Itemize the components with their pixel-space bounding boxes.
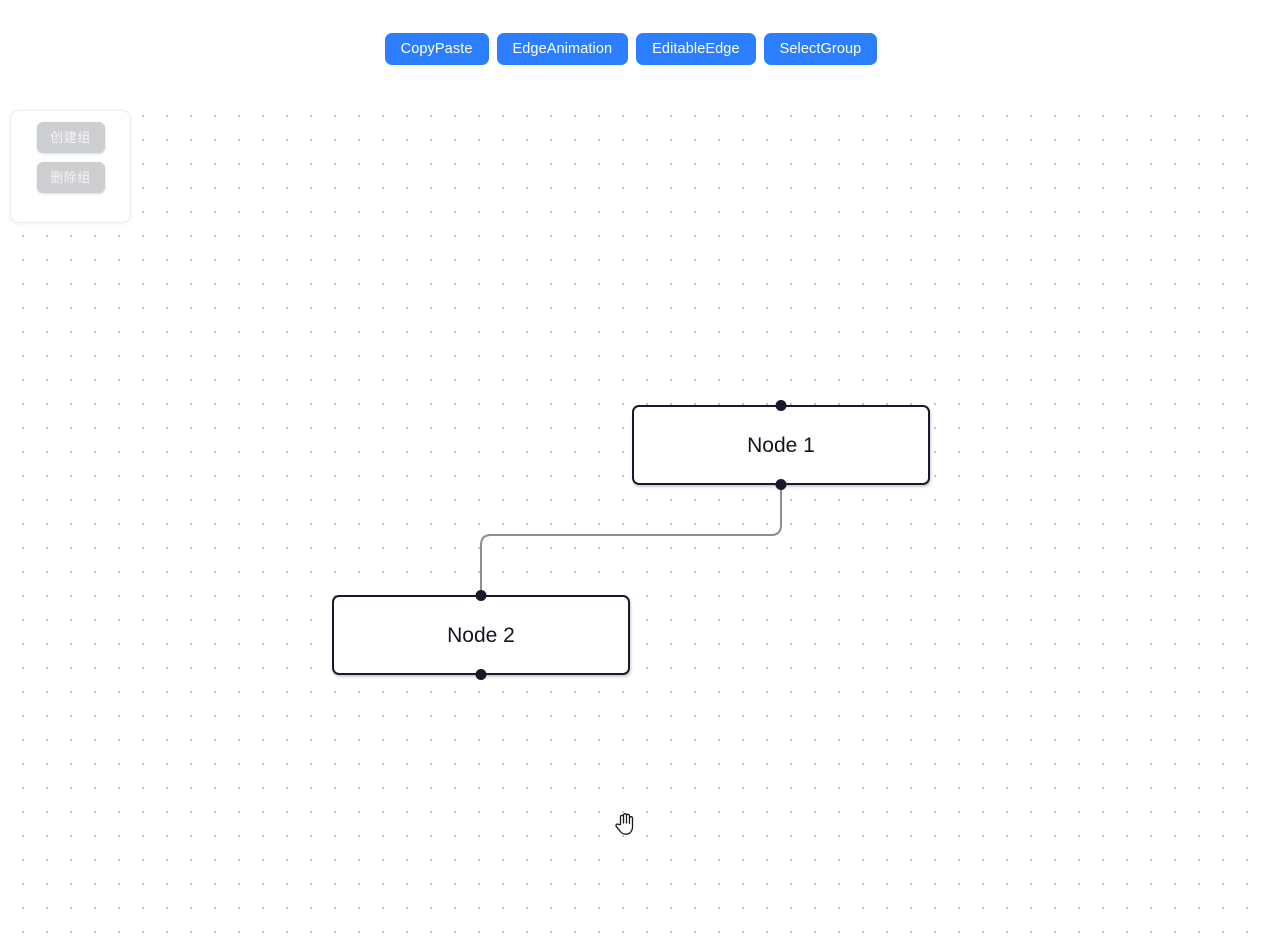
edge-node1-to-node2[interactable]	[480, 481, 782, 597]
node-label-node-1: Node 1	[747, 433, 815, 457]
nav-button-edgeanimation[interactable]: EdgeAnimation	[496, 33, 629, 65]
handle-source-bottom-node-1[interactable]	[775, 479, 787, 490]
nav-button-editableedge[interactable]: EditableEdge	[636, 33, 756, 65]
top-toolbar: CopyPaste EdgeAnimation EditableEdge Sel…	[0, 0, 1262, 100]
flow-node-node-2[interactable]: Node 2	[332, 590, 630, 680]
handle-target-top-node-2[interactable]	[475, 590, 487, 601]
create-group-button[interactable]: 创建组	[36, 122, 105, 153]
edges-layer	[480, 481, 782, 597]
flow-canvas[interactable]: Node 1 Node 2	[0, 105, 1262, 942]
group-actions-panel: 创建组 删除组	[10, 110, 131, 223]
nav-button-selectgroup[interactable]: SelectGroup	[763, 33, 878, 65]
node-label-node-2: Node 2	[447, 623, 515, 647]
handle-target-top-node-1[interactable]	[775, 400, 787, 411]
delete-group-button[interactable]: 删除组	[36, 162, 105, 193]
nav-button-copypaste[interactable]: CopyPaste	[384, 33, 489, 65]
handle-source-bottom-node-2[interactable]	[475, 669, 487, 680]
flow-node-node-1[interactable]: Node 1	[632, 400, 930, 490]
